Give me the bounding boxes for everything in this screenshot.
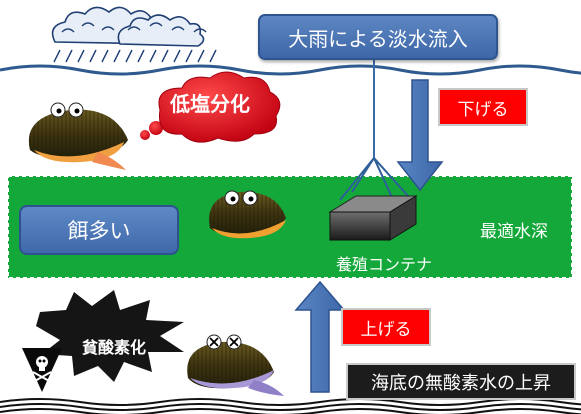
raise-label: 上げる xyxy=(341,308,431,346)
rain-cloud-icon xyxy=(51,6,217,63)
skull-icon xyxy=(22,348,62,392)
seabed-lines xyxy=(0,398,581,414)
low-salinity-label: 低塩分化 xyxy=(170,91,250,116)
container-icon xyxy=(328,157,418,241)
scallop-icon xyxy=(187,334,284,396)
container-label: 養殖コンテナ xyxy=(335,255,432,274)
anoxia-label: 貧酸素化 xyxy=(81,338,146,357)
feed-abundant-label: 餌多い xyxy=(19,205,179,255)
anoxia-burst xyxy=(36,290,184,382)
freshwater-inflow-banner: 大雨による淡水流入 xyxy=(258,14,498,60)
seafloor-anoxic-rise-banner: 海底の無酸素水の上昇 xyxy=(346,363,576,400)
down-arrow-icon xyxy=(396,79,444,192)
thought-cloud xyxy=(140,71,281,143)
scallop-icon xyxy=(209,190,286,239)
scallop-icon xyxy=(28,102,128,170)
optimal-depth-label: 最適水深 xyxy=(480,221,548,242)
up-arrow-icon xyxy=(294,280,346,393)
sea-surface-line xyxy=(0,64,581,76)
lower-label: 下げる xyxy=(438,88,528,126)
